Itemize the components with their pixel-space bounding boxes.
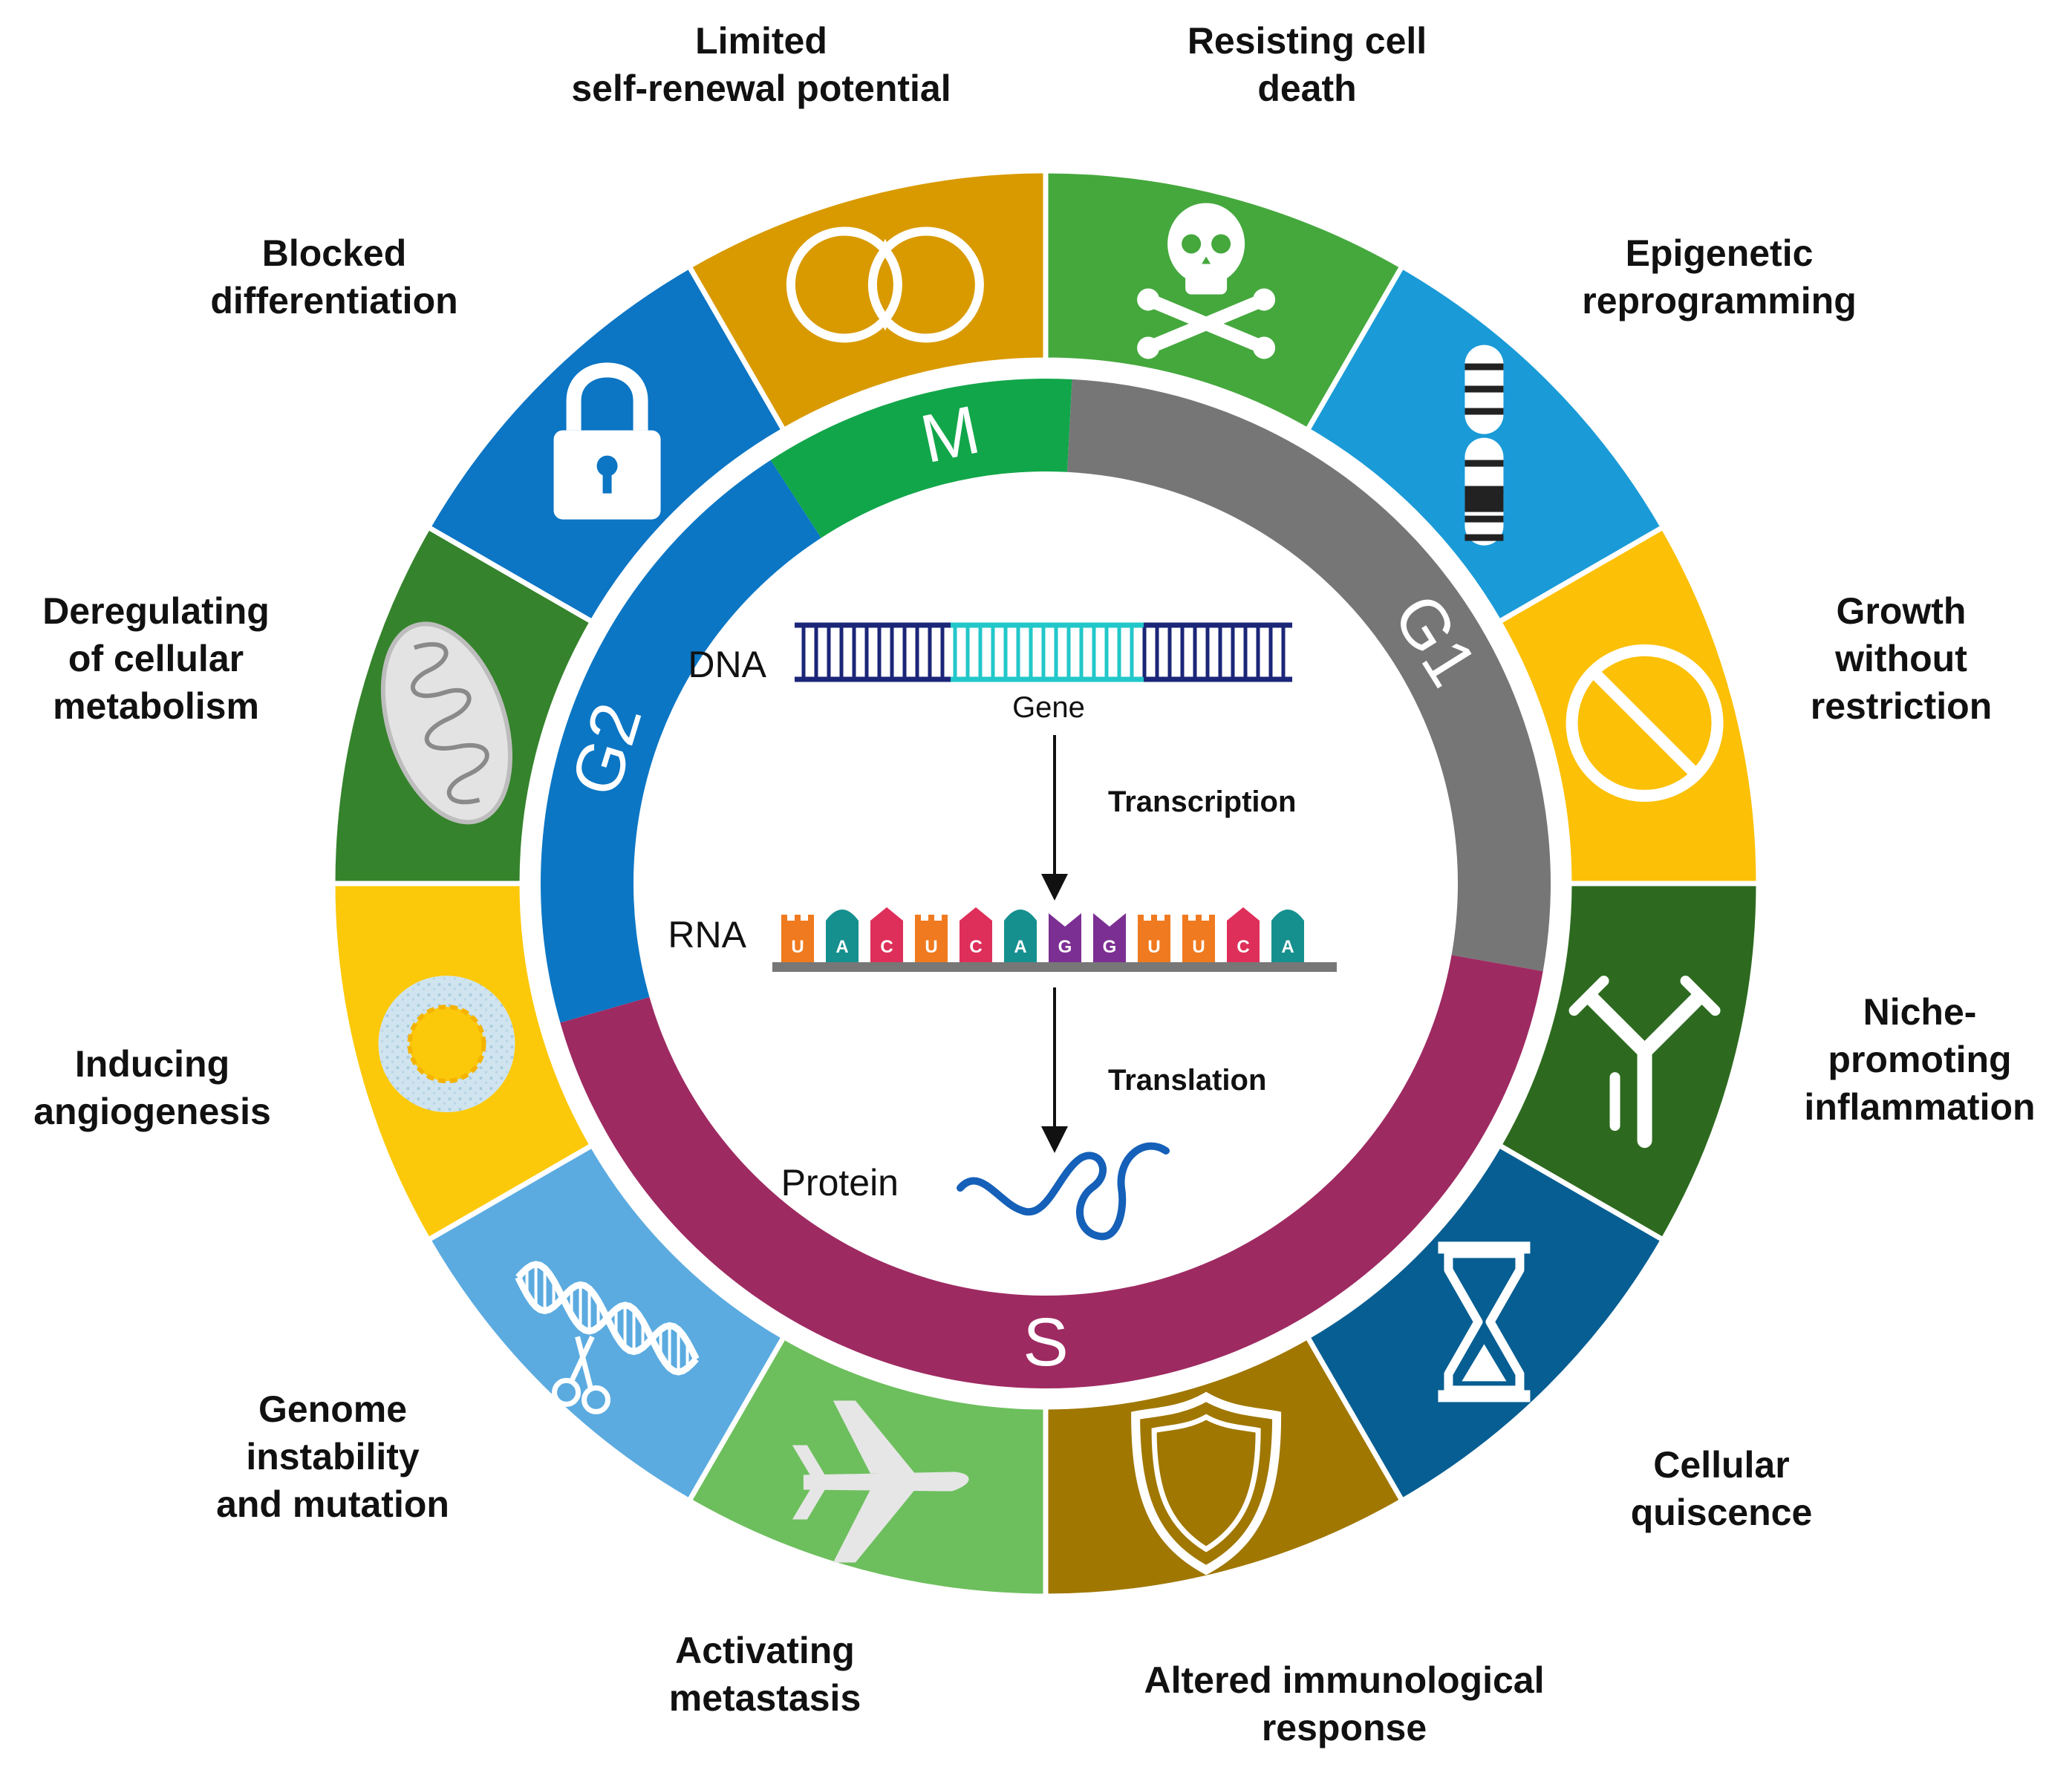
self-renewal-icon (786, 226, 984, 343)
rna-base-letter: U (791, 937, 804, 957)
hallmark-label-line: metabolism (53, 685, 259, 727)
hourglass-icon (1438, 1241, 1531, 1402)
hallmark-label-line: self-renewal potential (571, 68, 951, 109)
hallmark-label: Inducing angiogenesis (33, 1043, 271, 1132)
hallmark-label-line: and mutation (216, 1483, 449, 1525)
hallmark-label: Cellular quiscence (1631, 1444, 1813, 1533)
rna-base-letter: G (1103, 937, 1117, 957)
cell-cycle-segment (540, 460, 821, 1023)
protein-chain (957, 1142, 1170, 1241)
hallmark-label-line: Activating (675, 1630, 855, 1671)
hallmark-label-line: of cellular (68, 638, 244, 679)
hallmark-label: Resisting cell death (1188, 20, 1427, 109)
rna-base-letter: U (1147, 937, 1160, 957)
hallmark-label: Limited self-renewal potential (571, 20, 951, 109)
hallmark-label-line: metastasis (669, 1677, 861, 1719)
hallmark-label-line: Limited (695, 20, 827, 62)
hallmark-label: Deregulating of cellular metabolism (42, 590, 270, 727)
hallmark-label-line: inflammation (1804, 1086, 2035, 1128)
rna-base-letter: G (1058, 937, 1072, 957)
chromosome-icon (1465, 344, 1504, 546)
translation-label: Translation (1108, 1064, 1266, 1097)
blood-vessel-icon (378, 976, 515, 1113)
rna-base: C (870, 907, 903, 962)
hallmark-label: Activating metastasis (669, 1630, 861, 1719)
hallmark-label-line: Cellular (1653, 1444, 1789, 1486)
antibody-icon (1568, 976, 1721, 1149)
cell-cycle-segment (1067, 379, 1551, 972)
rna-label: RNA (668, 914, 746, 956)
rna-base: C (1227, 907, 1260, 962)
dna-double-strand (795, 622, 1292, 682)
padlock-icon (553, 362, 661, 520)
hallmark-label: Niche-promoting inflammation (1804, 991, 2035, 1128)
rna-base: A (826, 910, 859, 962)
cell-cycle-ring (540, 379, 1551, 1388)
hallmark-label-line: Niche- (1863, 991, 1977, 1033)
rna-base: G (1093, 913, 1126, 962)
rna-base-letter: A (1014, 937, 1026, 957)
rna-base-letter: A (1281, 937, 1294, 957)
rna-base-letter: A (835, 937, 848, 957)
protein-label: Protein (781, 1162, 899, 1204)
hallmark-label-line: Altered immunological (1144, 1659, 1545, 1701)
hallmark-label: Altered immunological response (1144, 1659, 1545, 1748)
rna-base: U (1138, 915, 1170, 962)
hallmark-label-line: Epigenetic (1626, 232, 1814, 274)
hallmark-label-line: Genome (258, 1388, 407, 1430)
rna-base-letter: U (1192, 937, 1205, 957)
hallmark-label-line: death (1257, 68, 1356, 109)
hallmark-label-line: Inducing (75, 1043, 229, 1085)
rna-base-letter: C (1237, 937, 1249, 957)
hallmark-label-line: Resisting cell (1188, 20, 1427, 62)
hallmark-label-line: angiogenesis (33, 1091, 271, 1132)
cell-cycle-segment (560, 955, 1543, 1388)
hallmark-label: Genome instability and mutation (216, 1388, 449, 1525)
shield-icon (1131, 1391, 1282, 1575)
hallmark-label-line: Blocked (262, 232, 407, 274)
cell-cycle-segment (770, 379, 1072, 538)
hallmark-label-line: without (1834, 638, 1967, 679)
rna-base-letter: C (880, 937, 893, 957)
hallmark-label-line: Growth (1837, 590, 1967, 632)
hallmark-label: Growth without restriction (1811, 590, 1993, 727)
rna-base: G (1049, 913, 1081, 962)
dna-scissors-icon (515, 1261, 700, 1414)
mitochondrion-icon (380, 621, 513, 825)
hallmark-label-line: differentiation (210, 280, 457, 321)
rna-base: A (1004, 910, 1037, 962)
prohibited-icon (1566, 644, 1724, 802)
rna-base: U (781, 915, 814, 962)
hallmark-label-line: response (1262, 1707, 1427, 1748)
rna-base: A (1271, 910, 1304, 962)
airplane-icon (792, 1400, 969, 1563)
transcription-label: Transcription (1108, 786, 1296, 818)
rna-base-letter: C (969, 937, 982, 957)
hallmark-label-line: Deregulating (42, 590, 270, 632)
skull-crossbones-icon (1137, 203, 1276, 359)
hallmark-icons (378, 203, 1724, 1575)
hallmark-label: Blocked differentiation (210, 232, 457, 321)
hallmark-label-line: promoting (1828, 1039, 2011, 1080)
hallmark-label-line: instability (246, 1436, 420, 1477)
rna-base-letter: U (925, 937, 937, 957)
hallmark-label: Epigenetic reprogramming (1582, 232, 1857, 321)
rna-base: U (915, 915, 948, 962)
phase-label: S (1023, 1304, 1068, 1380)
gene-label: Gene (1012, 691, 1085, 724)
rna-base: C (960, 907, 992, 962)
hallmark-label-line: reprogramming (1582, 280, 1857, 321)
hallmark-label-line: quiscence (1631, 1492, 1813, 1533)
hallmark-label-line: restriction (1811, 685, 1993, 727)
dna-label: DNA (688, 644, 766, 685)
rna-base: U (1182, 915, 1215, 962)
